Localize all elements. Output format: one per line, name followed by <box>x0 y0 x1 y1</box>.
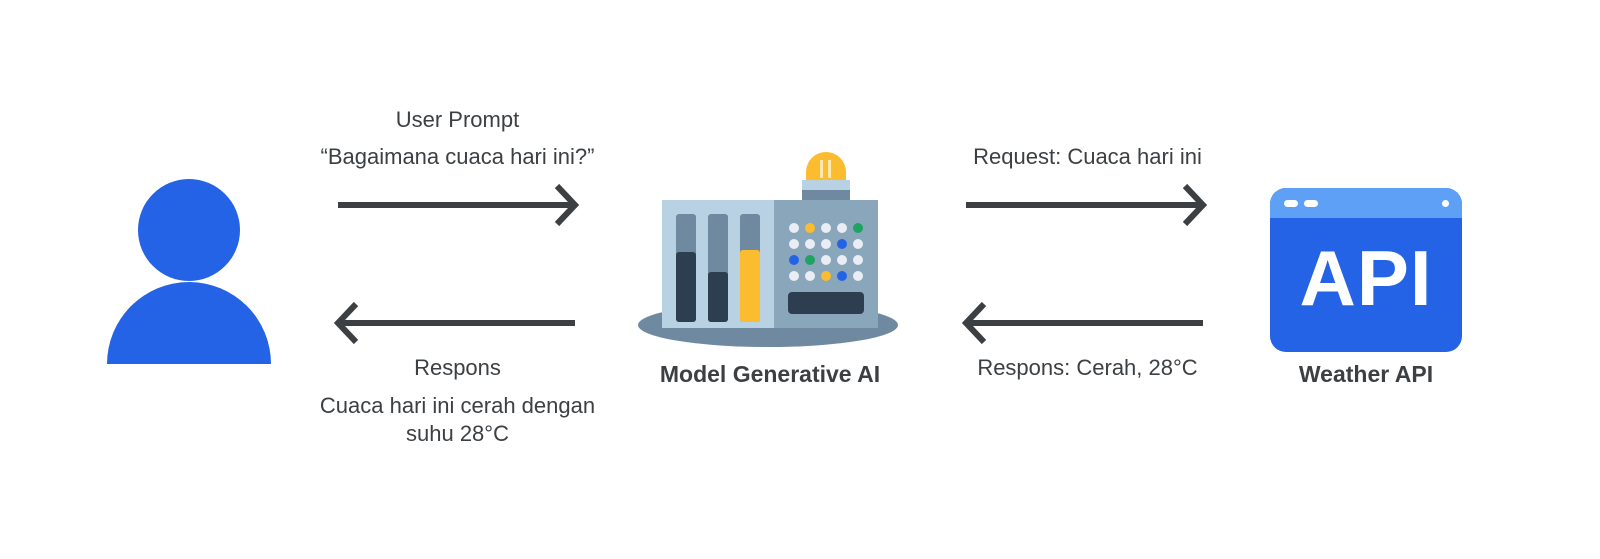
response-title: Respons <box>414 355 501 380</box>
arrow-prompt-right <box>338 183 580 227</box>
response-text: Cuaca hari ini cerah dengan suhu 28°C <box>319 393 596 446</box>
window-dot-icon <box>1304 200 1318 207</box>
window-dot-icon <box>1284 200 1298 207</box>
model-caption: Model Generative AI <box>659 361 881 387</box>
api-caption: Weather API <box>1298 361 1434 387</box>
window-dot-icon <box>1442 200 1449 207</box>
prompt-title: User Prompt <box>395 107 520 132</box>
request-text: Request: Cuaca hari ini <box>973 144 1202 169</box>
prompt-text: “Bagaimana cuaca hari ini?” <box>320 144 595 169</box>
api-response-text: Respons: Cerah, 28°C <box>977 355 1198 380</box>
user-icon <box>107 179 271 364</box>
ai-model-machine-icon <box>638 152 898 347</box>
arrow-api-response-left <box>961 301 1203 345</box>
api-window-header <box>1270 188 1462 218</box>
api-icon-text: API <box>1299 234 1433 322</box>
arrow-response-left <box>333 301 575 345</box>
arrow-request-right <box>966 183 1208 227</box>
api-window-icon: API <box>1270 188 1462 352</box>
